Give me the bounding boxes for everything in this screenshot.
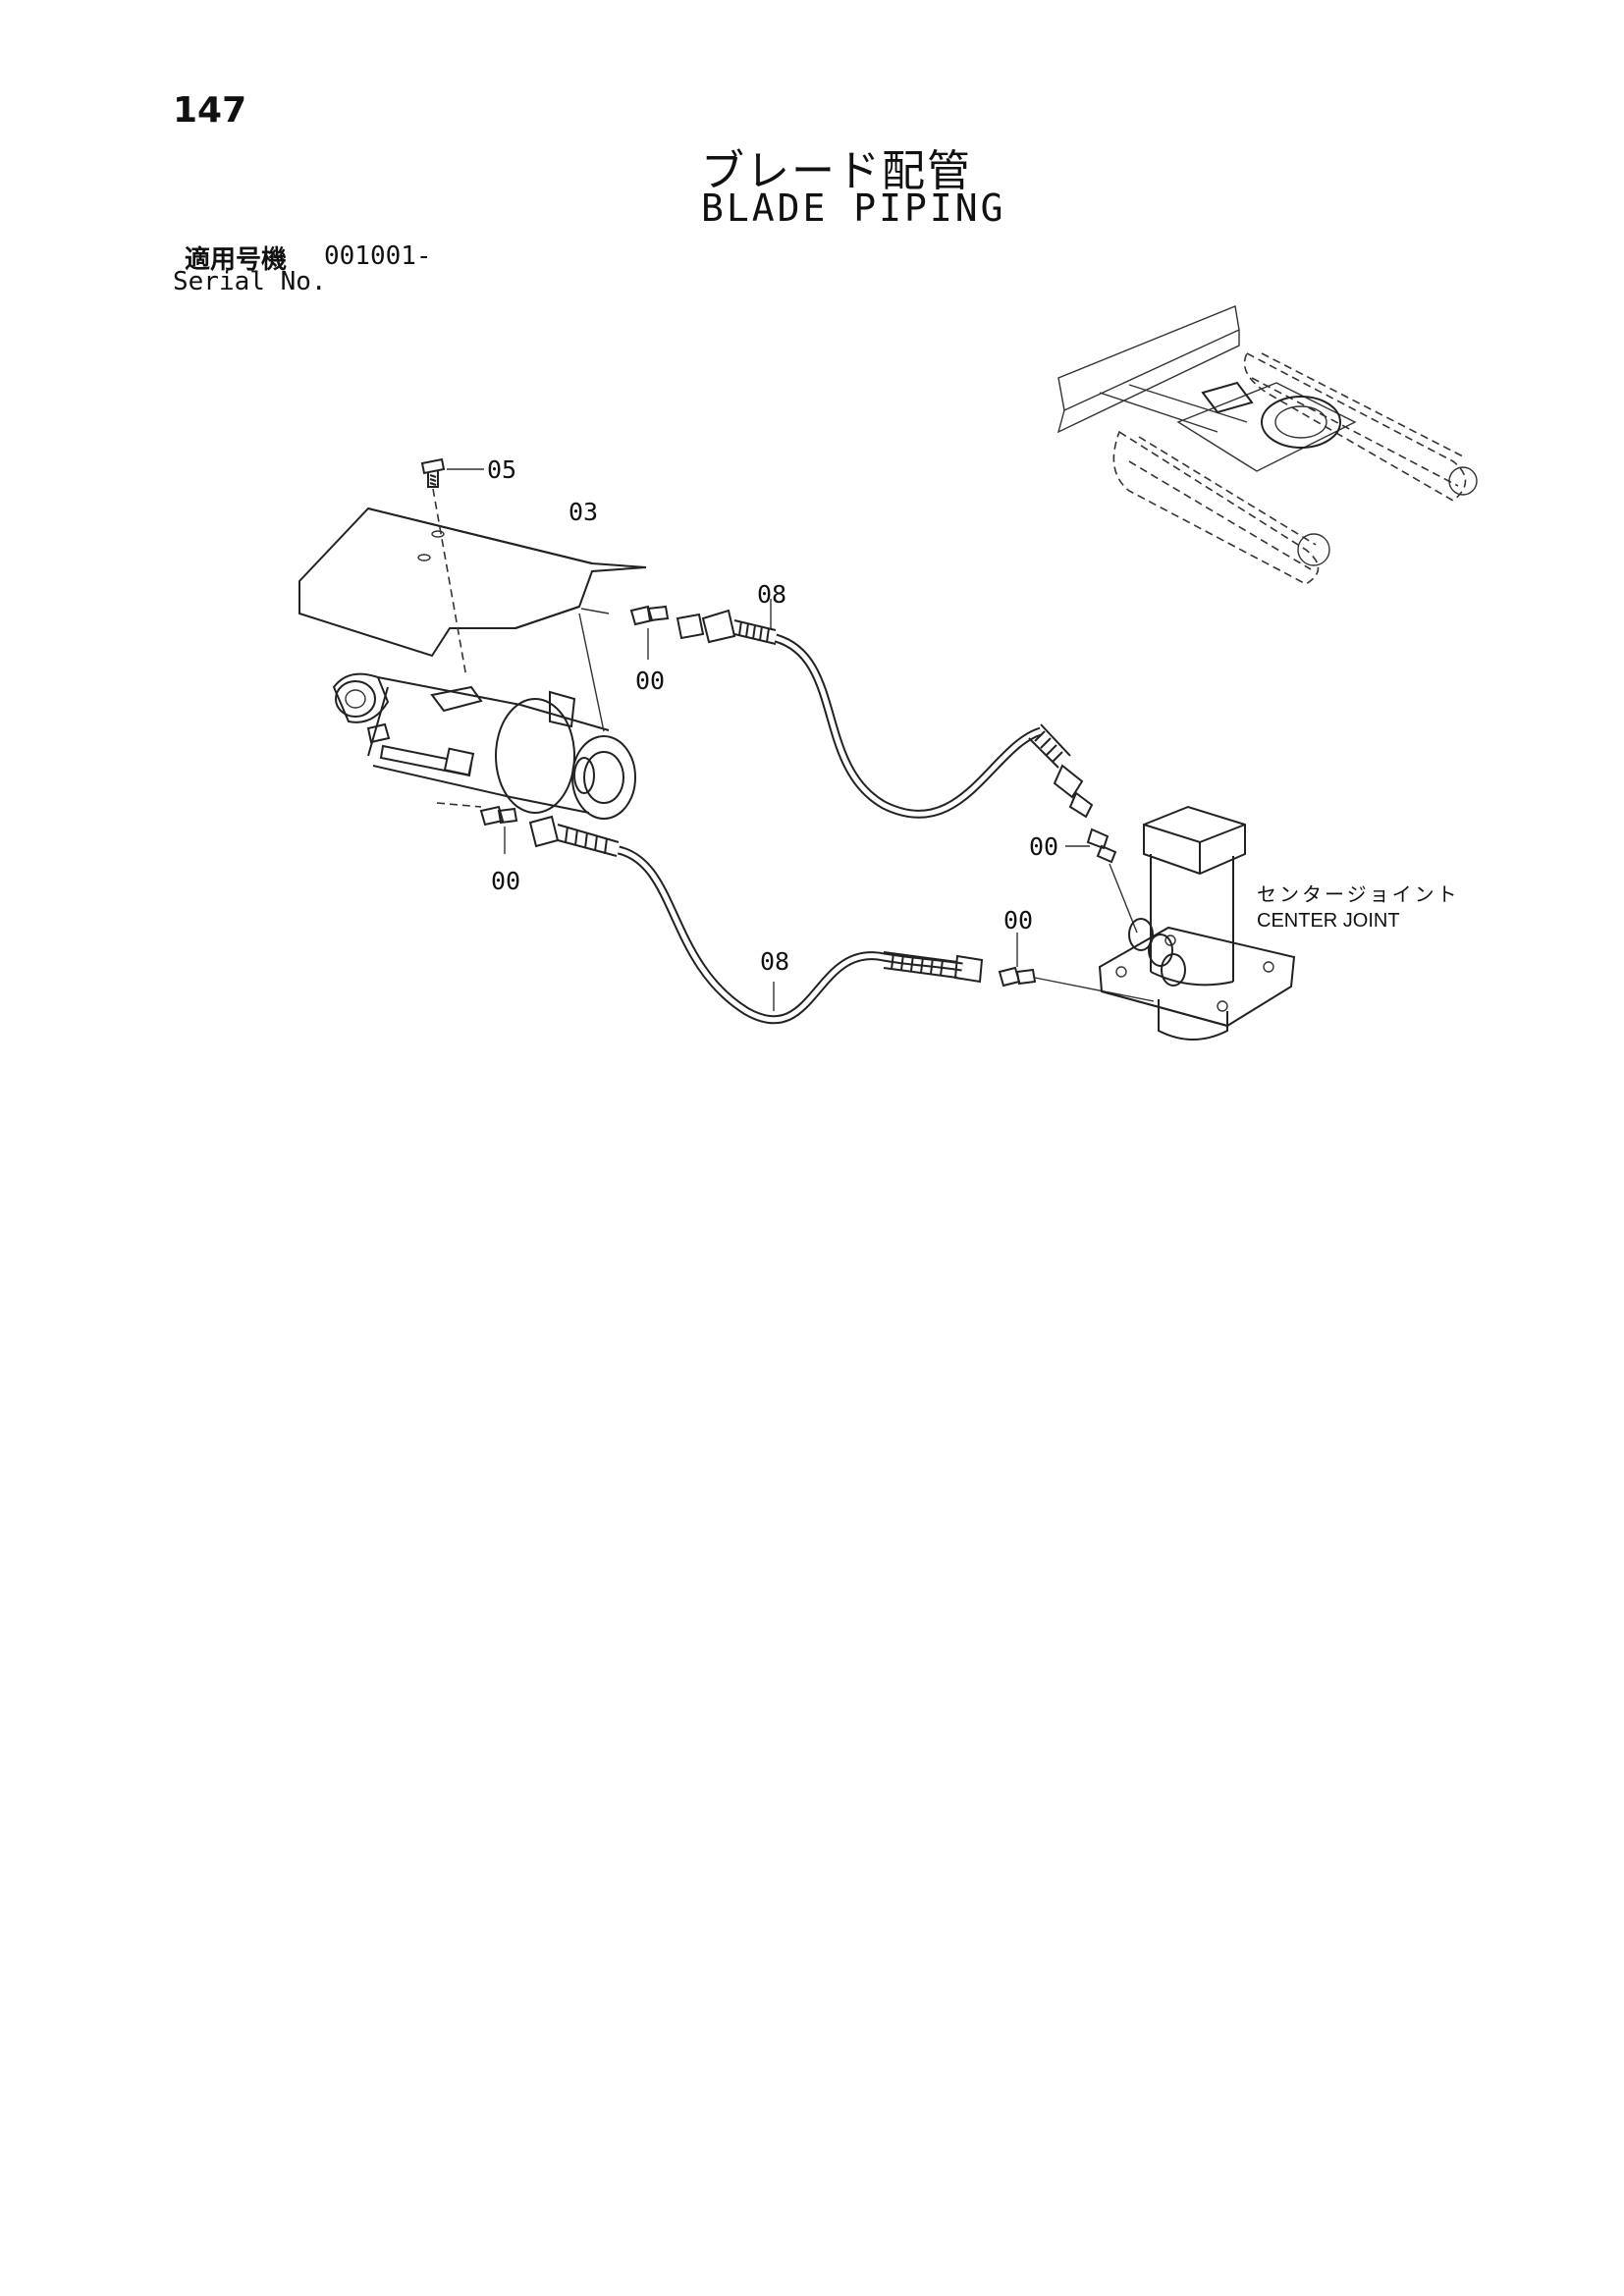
callout-bolt: 05: [487, 455, 516, 484]
callout-hose-lower: 08: [760, 947, 789, 976]
center-joint: [1098, 805, 1296, 1041]
callout-fitting-lower-right: 00: [1003, 906, 1033, 934]
callout-cover: 03: [568, 498, 598, 526]
upper-hose: [676, 599, 1094, 819]
serial-range: 001001-: [324, 241, 432, 271]
cover-plate: [298, 507, 647, 658]
page-number: 147: [173, 90, 247, 131]
serial-label-japanese: 適用号機: [185, 245, 288, 275]
lower-hose: [528, 815, 984, 1025]
upper-right-fitting: [1065, 828, 1138, 934]
center-joint-label-japanese: センタージョイント: [1257, 882, 1460, 906]
bolt: [420, 457, 484, 678]
callout-fitting-upper-left: 00: [635, 667, 665, 695]
callout-fitting-upper-right: 00: [1029, 832, 1058, 861]
serial-label-english: Serial No.: [173, 267, 327, 296]
center-joint-label-english: CENTER JOINT: [1257, 910, 1400, 932]
page-title-japanese: ブレード配管: [701, 146, 972, 196]
page-title-english: BLADE PIPING: [701, 187, 1006, 230]
blade-cylinder: [332, 608, 636, 820]
machine-overview-sketch: [1056, 305, 1478, 585]
callout-hose-upper: 08: [757, 580, 786, 609]
lower-left-fitting: [436, 802, 518, 854]
callout-fitting-lower-left: 00: [491, 867, 520, 895]
lower-right-fitting: [998, 933, 1155, 1002]
upper-left-fitting: [629, 605, 670, 660]
